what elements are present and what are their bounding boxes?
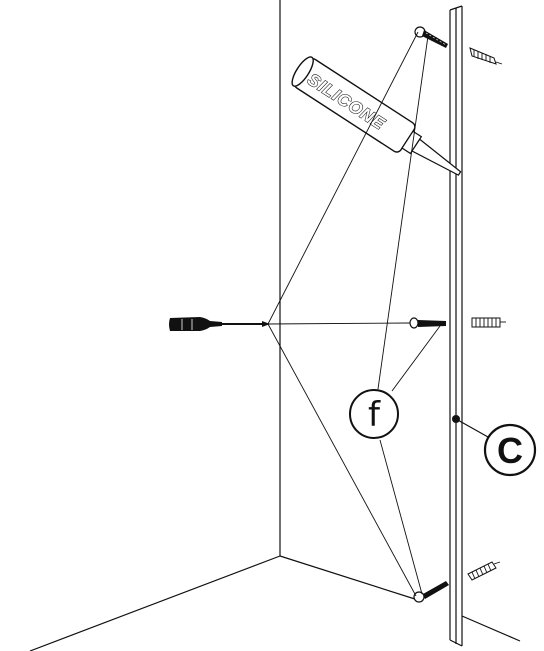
wall-profile: [449, 5, 463, 647]
middle-wall-plug: [471, 317, 506, 328]
callout-c: C: [452, 415, 537, 477]
callout-f: f: [349, 389, 399, 439]
bottom-screw: [413, 581, 449, 603]
silicone-tube: SILICONE: [291, 56, 462, 176]
callout-f-label: f: [368, 395, 381, 435]
screwdriver: [169, 317, 270, 331]
room-walls: [29, 0, 521, 651]
top-wall-plug: [469, 47, 503, 65]
screwdriver-leader-lines: [267, 31, 419, 597]
bottom-wall-plug: [467, 561, 501, 581]
callout-c-label: C: [497, 430, 523, 471]
middle-screw: [409, 317, 446, 329]
callout-f-leader-lines: [377, 35, 441, 595]
top-screw: [414, 26, 448, 48]
